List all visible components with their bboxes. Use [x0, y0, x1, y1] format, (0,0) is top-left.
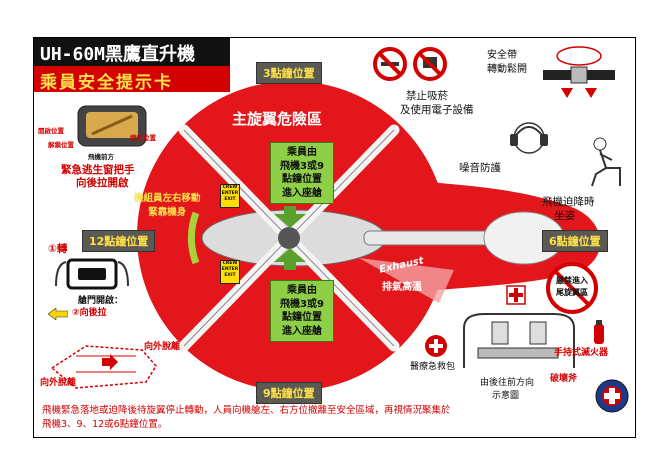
cabin-view-label-1: 由後往前方向: [480, 378, 535, 388]
no-tail-rotor-icon: [546, 262, 598, 314]
hearing-protection-label: 噪音防護: [459, 162, 501, 174]
no-smoking-icon: [373, 47, 407, 81]
door-step-2: ②向後拉: [72, 308, 107, 318]
window-lock-position: 鎖定位置: [130, 134, 156, 142]
seatbelt-label-1: 安全帶: [487, 50, 517, 61]
brace-position-icon: [591, 137, 621, 187]
unit-logo: [595, 379, 629, 413]
door-step-1: ①轉: [48, 243, 68, 255]
danger-zone-label: 主旋翼危險區: [232, 110, 323, 128]
footer-line-2: 飛機3、9、12或6點鐘位置。: [42, 419, 168, 430]
window-open-position: 開啟位置: [38, 127, 64, 135]
clock-6-label: 6點鐘位置: [542, 230, 608, 252]
window-release-position: 解鎖位置: [48, 141, 74, 149]
aircraft-forward-label: 飛機前方: [88, 153, 114, 161]
card-title: UH-60M黑鷹直升機: [34, 38, 230, 66]
door-handle-icon: [55, 258, 129, 290]
brace-label-1: 飛機迫降時: [542, 196, 595, 208]
hearing-protection-icon: [510, 122, 548, 154]
brace-label-2: 坐姿: [554, 210, 575, 222]
crew-door-badge-bottom: CREW ENTER EXIT: [220, 260, 240, 284]
safety-card: UH-60M黑鷹直升機 乘員安全提示卡 3點鐘位置 12點鐘位置 6點鐘位置 9…: [33, 37, 636, 438]
door-open-label: 艙門開啟：: [78, 296, 124, 306]
first-aid-kit-label: 醫療急救包: [410, 362, 456, 372]
boarding-instruction-bottom: 乘員由 飛機3或9 點鐘位置 進入座艙: [270, 280, 334, 342]
emergency-window-icon: [77, 105, 147, 147]
ditching-helicopter-icon: [50, 345, 157, 389]
cabin-layout-diagram: [463, 313, 575, 368]
extinguisher-label: 手持式滅火器: [554, 348, 609, 358]
exit-outward-2: 向外脫離: [40, 378, 77, 388]
pull-back-arrow-icon: [48, 308, 68, 320]
clock-9-label: 9點鐘位置: [256, 382, 322, 404]
clock-3-label: 3點鐘位置: [256, 62, 322, 84]
cabin-view-label-2: 示意圖: [492, 391, 520, 401]
seatbelt-icon: [543, 46, 615, 98]
first-aid-kit-icon: [425, 335, 447, 357]
no-electronics-icon: [413, 47, 447, 81]
crew-move-instruction: 機組員左右移動 緊靠機身: [134, 193, 201, 218]
exit-outward-1: 向外脫離: [144, 342, 181, 352]
window-instruction-1: 緊急逃生窗把手: [61, 164, 135, 176]
exhaust-hot-label: 排氣高溫: [382, 282, 422, 293]
danger-zone-graphic: [137, 81, 601, 391]
first-aid-top-icon: [506, 285, 526, 305]
no-electronics-label: 及使用電子設備: [400, 104, 474, 116]
boarding-instruction-top: 乘員由 飛機3或9 點鐘位置 進入座艙: [270, 142, 334, 204]
no-smoking-label: 禁止吸菸: [406, 90, 448, 102]
no-tail-rotor-label-2: 尾旋翼區: [556, 288, 588, 297]
seatbelt-label-2: 轉動鬆開: [487, 64, 527, 75]
card-subtitle: 乘員安全提示卡: [34, 66, 230, 93]
clock-12-label: 12點鐘位置: [82, 230, 156, 252]
footer-line-1: 飛機緊急落地或迫降後待旋翼停止轉動，人員向機艙左、右方位撤離至安全區域，再視情況…: [42, 405, 451, 416]
window-instruction-2: 向後拉開啟: [76, 177, 129, 189]
no-tail-rotor-label-1: 嚴禁進入: [556, 276, 588, 285]
fire-extinguisher-icon: [594, 320, 604, 344]
crash-axe-label: 破壞斧: [550, 374, 578, 384]
crew-door-badge-top: CREW ENTER EXIT: [220, 184, 240, 208]
